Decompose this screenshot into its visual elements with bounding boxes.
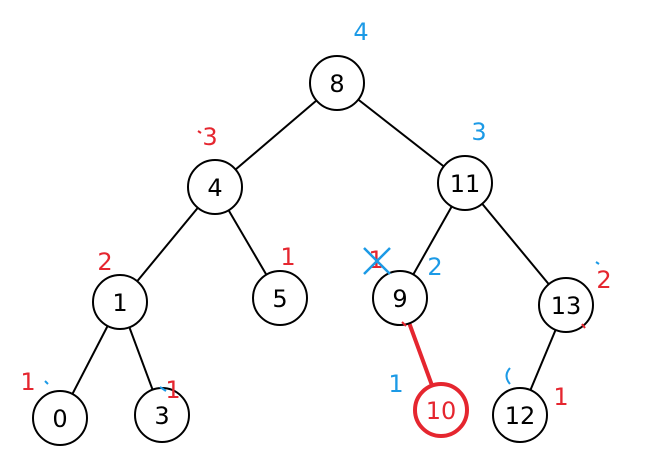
node-5: 5 [252,270,308,326]
node-9: 9 [372,270,428,326]
height-annotation-3: 1 [165,376,180,404]
node-12: 12 [492,387,548,443]
node-11: 11 [437,155,493,211]
node-label: 9 [392,285,407,313]
height-annotation-11: 3 [471,118,486,146]
height-annotation-12: 1 [553,383,568,411]
height-annotation-5: 1 [280,243,295,271]
node-0: 0 [32,390,88,446]
node-3: 3 [134,387,190,443]
node-label: 0 [52,405,67,433]
height-annotation-13: 2 [596,266,611,294]
node-label: 1 [112,289,127,317]
node-13: 13 [538,277,594,333]
node-4: 4 [187,159,243,215]
height-annotation-9: 2 [427,253,442,281]
height-annotation-4: 3 [202,123,217,151]
node-label: 3 [154,402,169,430]
height-annotation-1: 2 [97,248,112,276]
node-label: 11 [450,170,481,198]
node-label: 13 [551,292,582,320]
node-1: 1 [92,274,148,330]
node-8: 8 [309,55,365,111]
height-annotation-8: 4 [353,18,368,46]
cross-out-mark [363,247,391,275]
node-label: 8 [329,70,344,98]
node-label: 10 [426,397,457,425]
node-label: 5 [272,285,287,313]
height-annotation-10: 1 [388,370,403,398]
node-label: 4 [207,174,222,202]
stray-marks [44,130,600,392]
node-10-new: 10 [413,382,469,438]
height-annotation-0: 1 [20,368,35,396]
node-label: 12 [505,402,536,430]
